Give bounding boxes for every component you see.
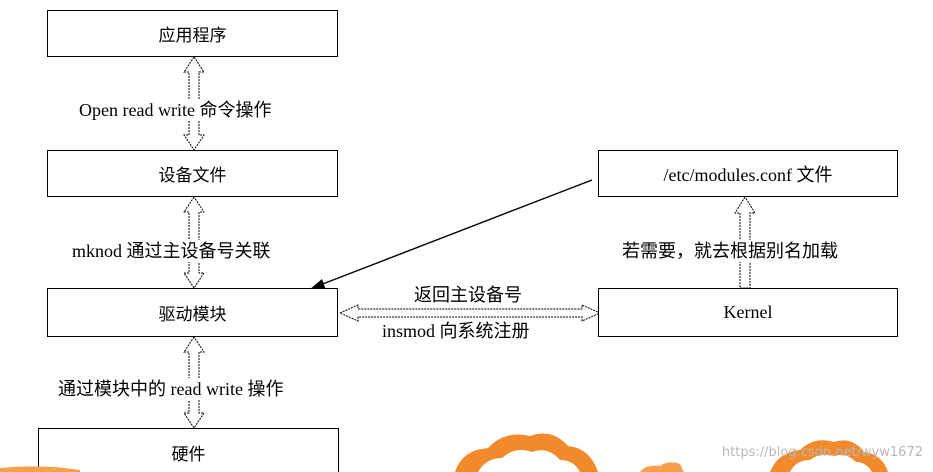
watermark-text: https://blog.csdn.net/wyw1672: [721, 445, 923, 460]
arrow-modules-conf-driver: [309, 179, 593, 290]
label-device-file-to-driver: mknod 通过主设备号关联: [72, 240, 271, 262]
driver-module-label: 驱动模块: [158, 305, 227, 325]
orange-cloud-decoration: [0, 433, 888, 472]
modules-conf-label: /etc/modules.conf 文件: [663, 164, 833, 185]
label-driver-to-hardware: 通过模块中的 read write 操作: [58, 378, 284, 400]
label-driver-to-kernel: insmod 向系统注册: [382, 321, 530, 341]
hardware-box: 硬件: [38, 428, 339, 472]
device-file-label: 设备文件: [158, 166, 227, 186]
label-kernel-to-driver: 返回主设备号: [414, 285, 522, 305]
label-app-to-device-file: Open read write 命令操作: [79, 99, 272, 121]
kernel-box: Kernel: [598, 288, 898, 337]
application-box: 应用程序: [47, 10, 338, 57]
kernel-label: Kernel: [723, 302, 773, 322]
label-kernel-to-modules-conf: 若需要，就去根据别名加载: [622, 240, 838, 262]
device-file-box: 设备文件: [47, 150, 338, 197]
modules-conf-box: /etc/modules.conf 文件: [598, 150, 898, 197]
arrow-driver-kernel: [338, 304, 602, 322]
driver-module-box: 驱动模块: [47, 288, 338, 337]
hardware-label: 硬件: [171, 444, 206, 465]
application-label: 应用程序: [158, 26, 227, 46]
